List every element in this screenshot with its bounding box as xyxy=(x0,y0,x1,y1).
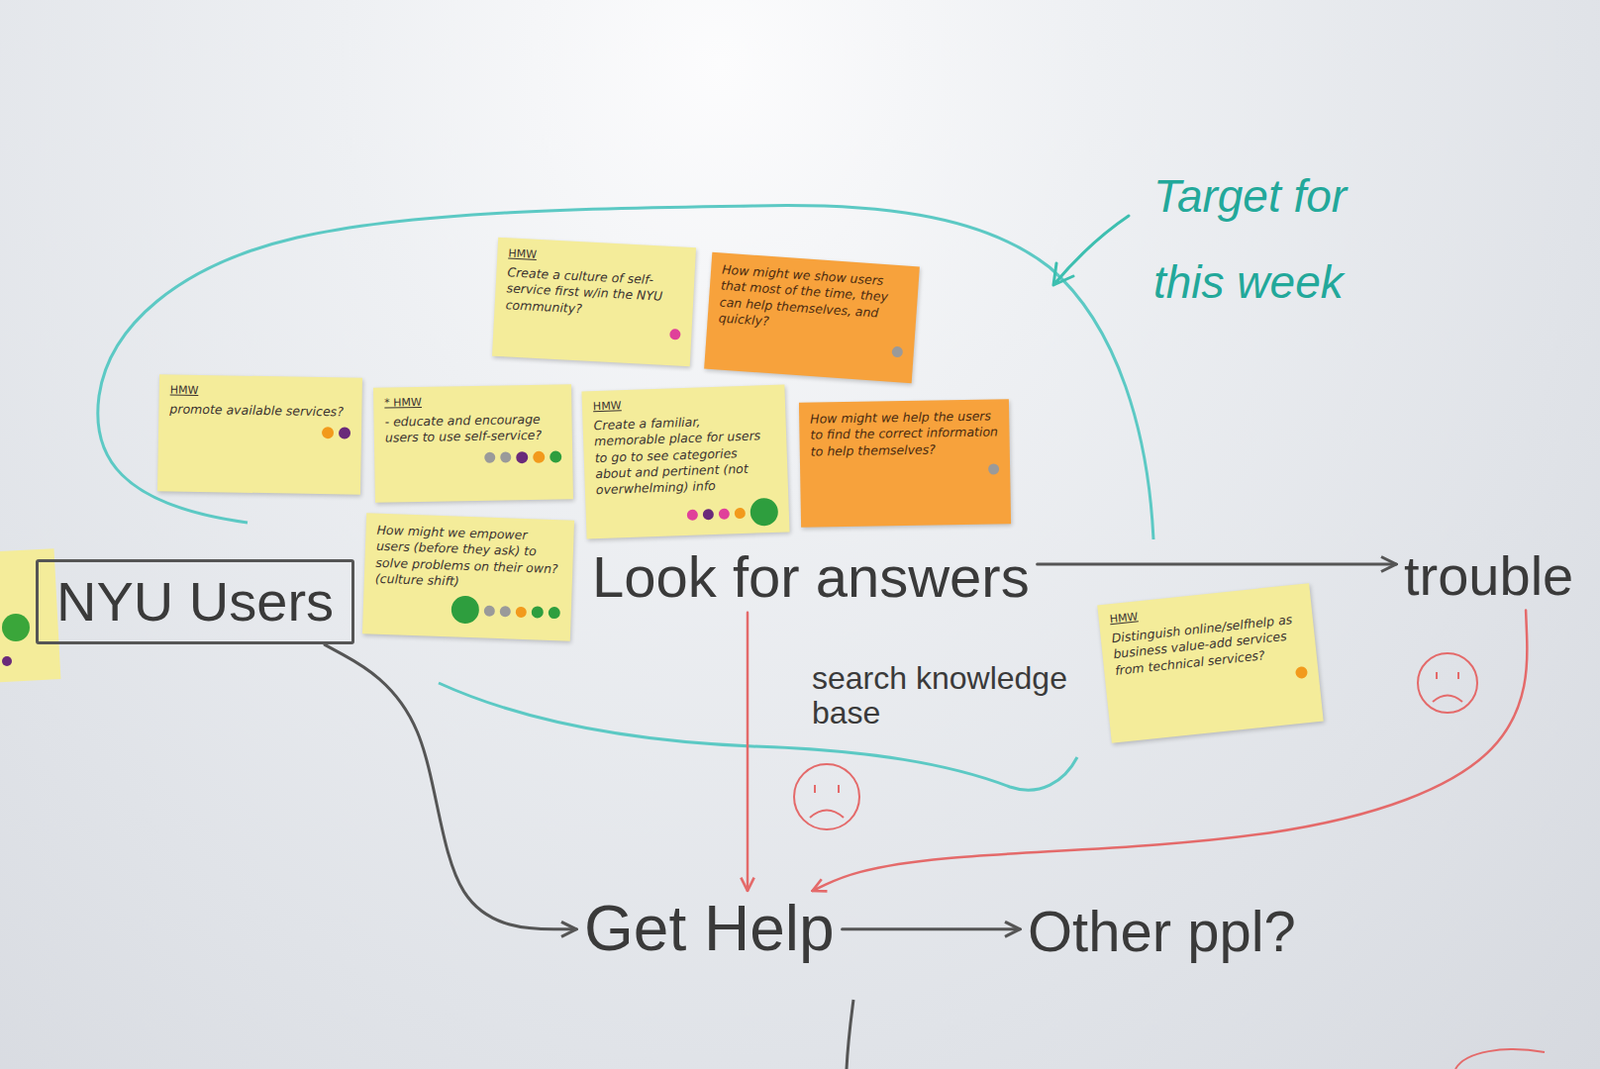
target-loop xyxy=(98,205,1154,540)
vote-dot xyxy=(687,508,699,520)
target-pointer xyxy=(1053,215,1129,286)
flow-line xyxy=(1455,1049,1545,1069)
flow-step: Get Help xyxy=(576,891,843,969)
vote-dots xyxy=(169,423,351,441)
sticky-note: How might we help the users to find the … xyxy=(799,399,1011,528)
sticky-note: HMWpromote available services? xyxy=(157,374,363,496)
vote-dot xyxy=(484,604,496,616)
sticky-note: * HMW- educate and encourage users to us… xyxy=(373,384,574,502)
vote-dot xyxy=(338,427,351,440)
flow-line xyxy=(846,1000,854,1069)
vote-dot xyxy=(321,426,334,439)
flow-arrow xyxy=(1037,563,1397,567)
vote-dot xyxy=(450,595,480,624)
sad-face xyxy=(794,764,860,830)
vote-dot xyxy=(734,507,746,519)
sticky-note: How might we empower users (before they … xyxy=(362,512,575,641)
flow-arrow xyxy=(324,644,577,929)
vote-dot xyxy=(718,507,730,519)
target-loop xyxy=(438,683,1078,791)
vote-dot xyxy=(702,508,714,520)
note-heading: HMW xyxy=(170,383,352,400)
note-text: Create a familiar, memorable place for u… xyxy=(593,411,778,500)
vote-dot xyxy=(1295,666,1308,680)
step-text: Look for answers xyxy=(592,544,1030,611)
target-note: Target for this week xyxy=(1153,153,1401,327)
partial-sticky-note xyxy=(0,548,61,683)
vote-dot xyxy=(891,345,903,358)
vote-dots xyxy=(596,498,779,532)
flow-step: trouble xyxy=(1396,542,1582,610)
flow-arrow xyxy=(746,612,750,892)
vote-dot xyxy=(500,605,511,617)
note-text: How might we help the users to find the … xyxy=(809,407,1000,460)
note-text: promote available services? xyxy=(169,400,351,420)
vote-dots xyxy=(373,593,561,628)
step-text: NYU Users xyxy=(56,570,334,634)
step-note: search knowledge base xyxy=(811,661,1080,731)
sticky-note: How might we show users that most of the… xyxy=(703,252,920,384)
step-text: trouble xyxy=(1403,544,1574,608)
vote-dot xyxy=(749,498,779,527)
sticky-note: HMWCreate a familiar, memorable place fo… xyxy=(581,384,790,539)
vote-dot xyxy=(988,464,1000,476)
vote-dot xyxy=(669,328,682,341)
vote-dots xyxy=(385,449,562,467)
vote-dot xyxy=(515,451,528,464)
note-text: Distinguish online/selfhelp as business … xyxy=(1110,610,1306,680)
sticky-note: HMWCreate a culture of self-service firs… xyxy=(492,237,697,367)
vote-dots xyxy=(503,318,681,342)
flow-arrow xyxy=(812,609,1528,892)
note-text: How might we show users that most of the… xyxy=(717,262,908,340)
vote-dots xyxy=(810,462,1000,480)
note-text: - educate and encourage users to use sel… xyxy=(384,410,562,447)
note-text: How might we empower users (before they … xyxy=(375,522,564,595)
vote-dot xyxy=(515,605,527,617)
step-text: Other ppl? xyxy=(1027,899,1297,966)
vote-dot xyxy=(500,451,511,463)
vote-dot xyxy=(549,450,562,463)
note-heading: HMW xyxy=(593,394,775,413)
actor-box: NYU Users xyxy=(35,559,355,645)
note-heading: * HMW xyxy=(384,393,561,409)
note-text: Create a culture of self-service first w… xyxy=(504,264,684,322)
vote-dots xyxy=(716,331,904,359)
flow-step: Look for answers xyxy=(584,542,1038,613)
flow-arrow xyxy=(842,927,1020,931)
step-text: Get Help xyxy=(584,893,835,967)
sticky-note: HMWDistinguish online/selfhelp as busine… xyxy=(1097,583,1323,744)
flow-step: Other ppl? xyxy=(1019,897,1304,968)
sad-face xyxy=(1417,653,1478,713)
vote-dot xyxy=(484,452,496,464)
vote-dot xyxy=(531,605,544,618)
vote-dot xyxy=(548,606,561,619)
vote-dot xyxy=(532,450,545,463)
